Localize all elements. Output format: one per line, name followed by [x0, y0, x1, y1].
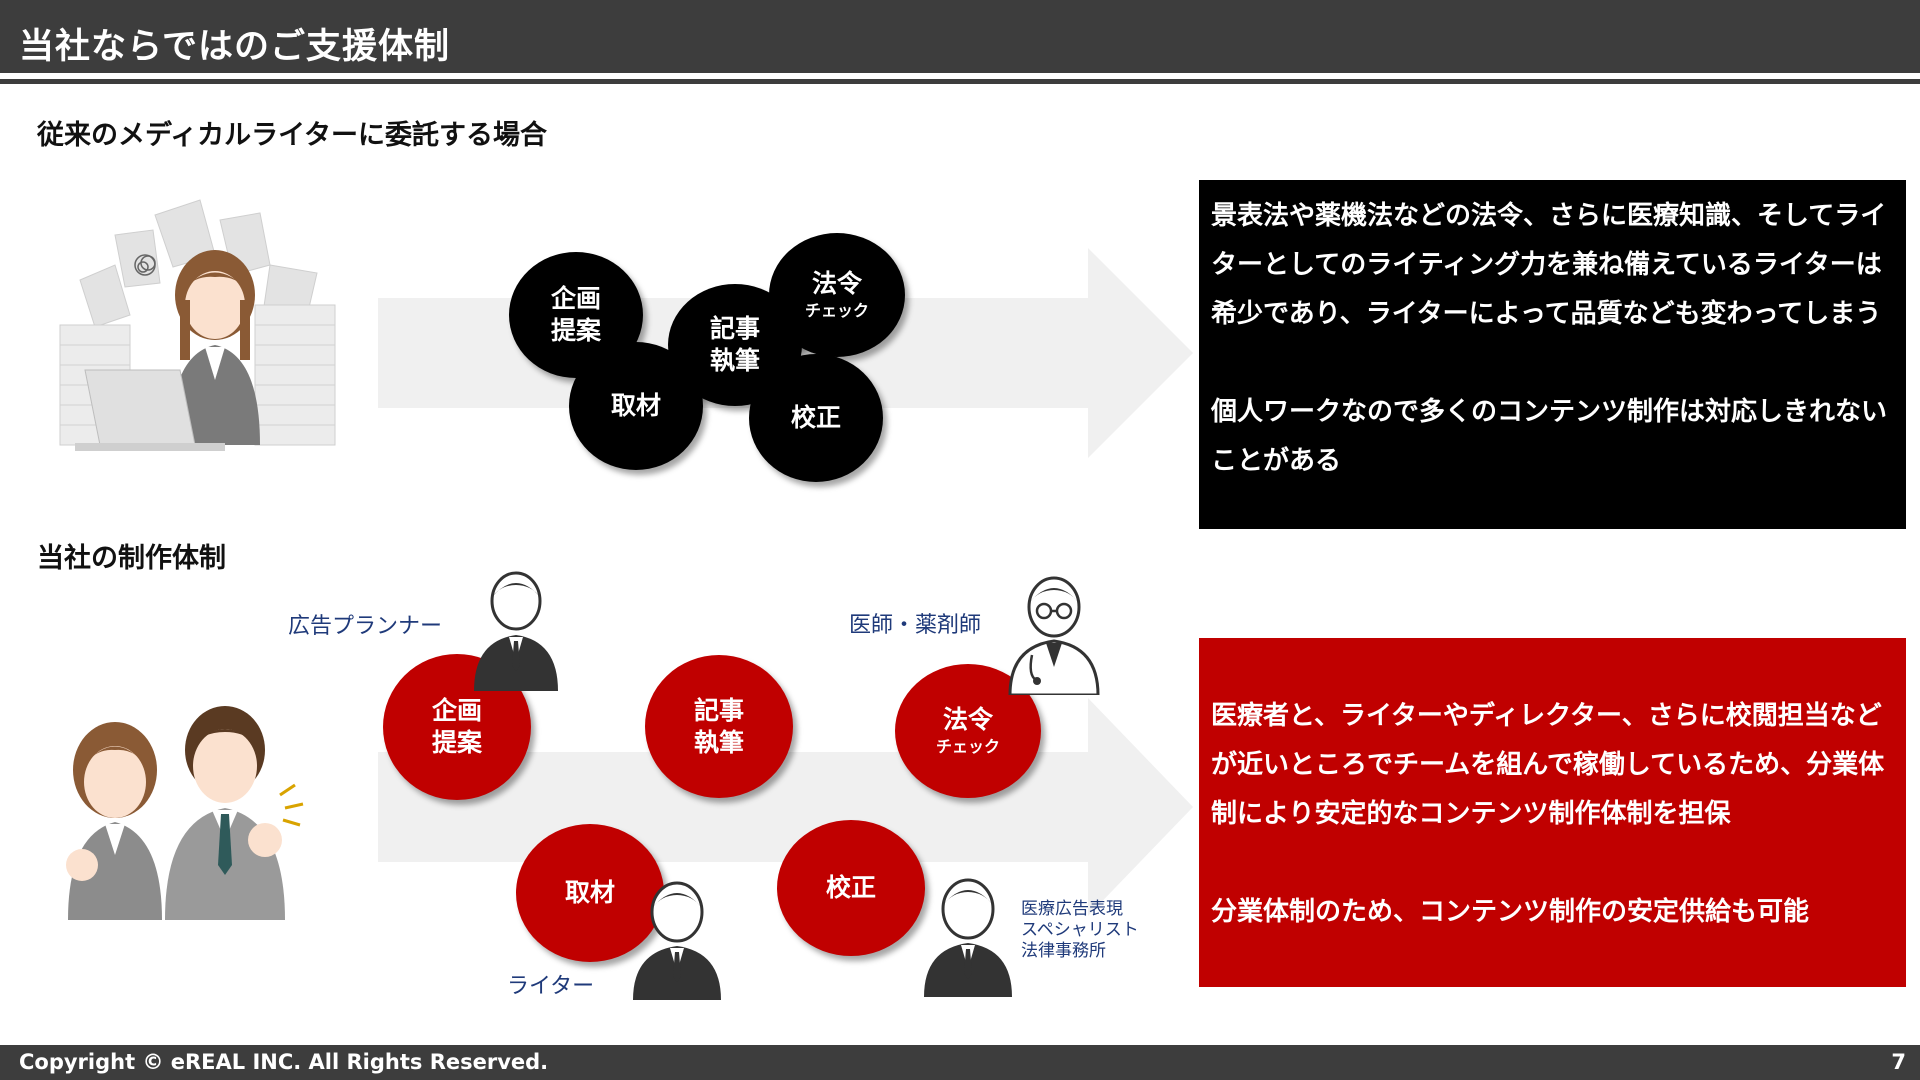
role-planner-label: 広告プランナー	[288, 614, 443, 639]
circle-label: 執筆	[709, 346, 760, 375]
copyright-text: Copyright © eREAL INC. All Rights Reserv…	[19, 1050, 549, 1074]
circle-label: チェック	[804, 301, 869, 320]
circle-label: 記事	[693, 695, 744, 725]
role-specialist-line: 医療広告表現	[1021, 899, 1123, 919]
circle-label: 校正	[825, 873, 876, 902]
circle-label: 企画	[550, 284, 601, 313]
section1-info-box: 景表法や薬機法などの法令、さらに医療知識、そしてライターとしてのライティング力を…	[1199, 180, 1906, 529]
circle-label: 校正	[790, 403, 841, 432]
slide-title: 当社ならではのご支援体制	[19, 27, 450, 67]
circle-proofreading: 校正	[749, 354, 883, 482]
info-text: 景表法や薬機法などの法令、さらに医療知識、そしてライターとしてのライティング力を…	[1211, 201, 1887, 329]
slide-header: 当社ならではのご支援体制	[0, 0, 1920, 73]
section1-title: 従来のメディカルライターに委託する場合	[37, 120, 548, 151]
circle-label: 記事	[709, 314, 760, 343]
info-text: 分業体制のため、コンテンツ制作の安定供給も可能	[1211, 897, 1810, 927]
doctor-person-icon	[1008, 576, 1100, 695]
circle-label: 取材	[610, 391, 661, 420]
section2-title: 当社の制作体制	[37, 543, 226, 574]
circle-label: チェック	[935, 737, 1000, 756]
page-number: 7	[1891, 1050, 1906, 1074]
role-specialist-line: スペシャリスト	[1021, 920, 1139, 940]
circle-label: 提案	[550, 316, 601, 345]
role-specialist-label: 医療広告表現 スペシャリスト 法律事務所	[1021, 899, 1139, 962]
writer-person-icon	[633, 881, 721, 1000]
info-text: 医療者と、ライターやディレクター、さらに校閲担当などが近いところでチームを組んで…	[1211, 701, 1885, 829]
circle-label: 法令	[942, 705, 993, 734]
circle-label: 取材	[564, 878, 615, 907]
role-writer-label: ライター	[507, 974, 595, 999]
info-text: 個人ワークなので多くのコンテンツ制作は対応しきれないことがある	[1211, 397, 1888, 476]
stressed-writer-illustration	[59, 199, 336, 451]
circle-writing-team: 記事 執筆	[645, 655, 793, 798]
circle-proofreading-team: 校正	[777, 820, 925, 956]
team-illustration	[66, 706, 304, 920]
circle-label: 法令	[811, 269, 862, 298]
circle-interview-team: 取材	[516, 824, 664, 962]
circle-legal-check: 法令 チェック	[769, 233, 905, 357]
circle-label: 執筆	[693, 727, 744, 757]
header-divider	[0, 79, 1920, 84]
slide-footer: Copyright © eREAL INC. All Rights Reserv…	[0, 1045, 1920, 1080]
section2-info-box: 医療者と、ライターやディレクター、さらに校閲担当などが近いところでチームを組んで…	[1199, 638, 1906, 987]
circle-label: 提案	[431, 728, 482, 757]
planner-person-icon	[474, 571, 558, 691]
role-doctor-label: 医師・薬剤師	[849, 613, 982, 638]
circle-interview: 取材	[569, 342, 703, 470]
role-specialist-line: 法律事務所	[1021, 941, 1106, 961]
circle-label: 企画	[431, 696, 482, 725]
specialist-person-icon	[924, 878, 1012, 997]
